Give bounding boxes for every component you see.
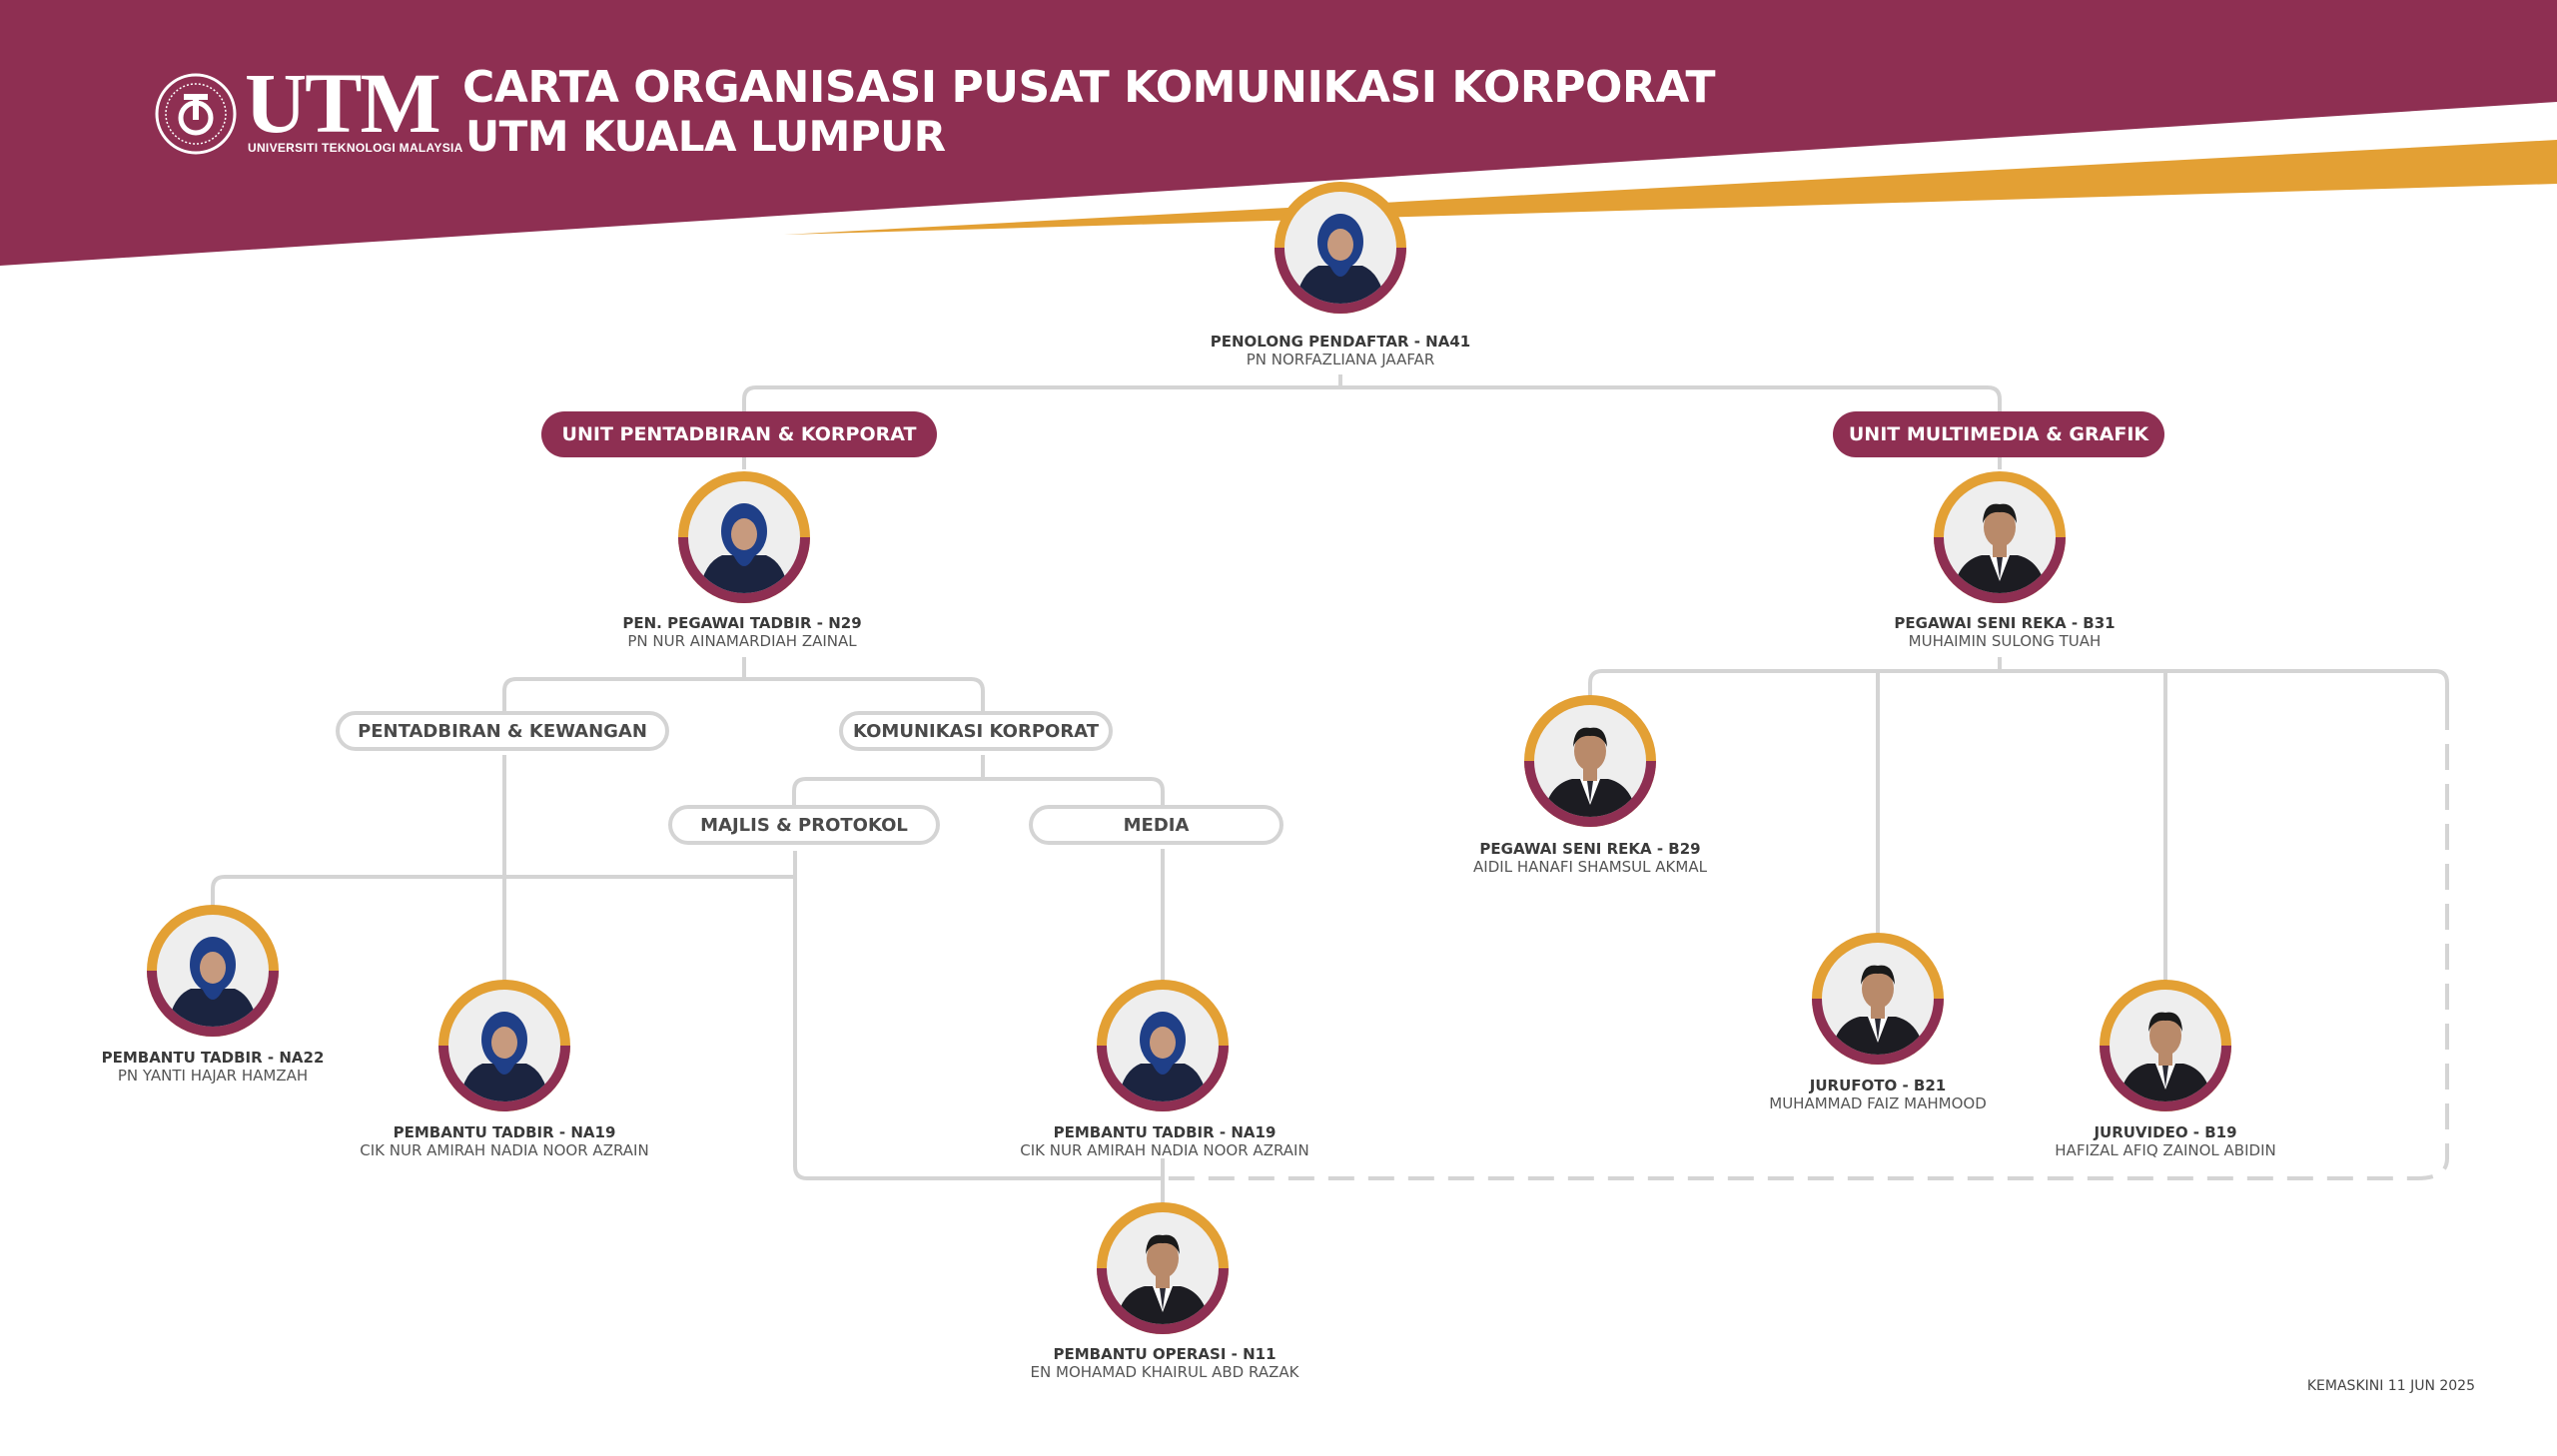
avatar-design-officer: [1934, 471, 2066, 603]
last-updated-label: KEMASKINI 11 JUN 2025: [2306, 1378, 2475, 1394]
avatar-admin-asst3: [1097, 980, 1229, 1111]
avatar-videographer: [2100, 980, 2231, 1111]
section-media: MEDIA: [1029, 805, 1283, 845]
person-design-officer2-name: AIDIL HANAFI SHAMSUL AKMAL: [1473, 858, 1707, 876]
person-operations-name: EN MOHAMAD KHAIRUL ABD RAZAK: [1030, 1363, 1299, 1381]
avatar-operations: [1097, 1202, 1229, 1334]
person-admin-asst2-name: CIK NUR AMIRAH NADIA NOOR AZRAIN: [360, 1141, 649, 1159]
avatar-admin-asst2: [438, 980, 570, 1111]
person-admin-asst3-name: CIK NUR AMIRAH NADIA NOOR AZRAIN: [1020, 1141, 1309, 1159]
person-admin-officer-role: PEN. PEGAWAI TADBIR - N29: [622, 614, 862, 632]
portrait-silhouette: [1294, 214, 1386, 304]
person-videographer-role: JURUVIDEO - B19: [2094, 1123, 2237, 1141]
portrait-silhouette: [167, 937, 259, 1027]
connector-lines: [211, 374, 2449, 1206]
section-events-protocol: MAJLIS & PROTOKOL: [668, 805, 940, 845]
person-admin-asst1-role: PEMBANTU TADBIR - NA22: [101, 1049, 325, 1067]
avatar-design-officer2: [1524, 695, 1656, 827]
utm-seal-icon: [154, 72, 238, 156]
person-design-officer-role: PEGAWAI SENI REKA - B31: [1894, 614, 2116, 632]
person-head-role: PENOLONG PENDAFTAR - NA41: [1210, 333, 1471, 351]
portrait-silhouette: [458, 1012, 550, 1101]
section-admin-finance: PENTADBIRAN & KEWANGAN: [336, 711, 669, 751]
person-design-officer-name: MUHAIMIN SULONG TUAH: [1908, 632, 2102, 650]
person-photographer-role: JURUFOTO - B21: [1809, 1077, 1947, 1094]
portrait-silhouette: [698, 503, 790, 593]
unit-admin-corporate: UNIT PENTADBIRAN & KORPORAT: [541, 411, 937, 457]
unit-multimedia-graphic: UNIT MULTIMEDIA & GRAFIK: [1833, 411, 2164, 457]
avatar-photographer: [1812, 933, 1944, 1065]
portrait-silhouette: [1117, 1012, 1209, 1101]
person-head-name: PN NORFAZLIANA JAAFAR: [1246, 351, 1435, 368]
avatar-head: [1275, 182, 1406, 314]
utm-logo-subtitle: UNIVERSITI TEKNOLOGI MALAYSIA: [248, 141, 463, 155]
section-corporate-communication: KOMUNIKASI KORPORAT: [839, 711, 1113, 751]
page-title: CARTA ORGANISASI PUSAT KOMUNIKASI KORPOR…: [462, 62, 1715, 113]
person-videographer-name: HAFIZAL AFIQ ZAINOL ABIDIN: [2055, 1141, 2276, 1159]
dashed-coordination-line: [1163, 704, 2449, 1180]
header-banner: [0, 0, 2557, 266]
utm-logo-text: UTM: [245, 55, 441, 151]
person-photographer-name: MUHAMMAD FAIZ MAHMOOD: [1769, 1094, 1987, 1112]
avatar-admin-asst1: [147, 905, 279, 1037]
avatar-admin-officer: [678, 471, 810, 603]
header-gold-stripe: [784, 140, 2557, 235]
person-admin-asst2-role: PEMBANTU TADBIR - NA19: [393, 1123, 616, 1141]
person-admin-asst3-role: PEMBANTU TADBIR - NA19: [1053, 1123, 1277, 1141]
person-operations-role: PEMBANTU OPERASI - N11: [1053, 1345, 1277, 1363]
person-design-officer2-role: PEGAWAI SENI REKA - B29: [1479, 840, 1701, 858]
person-admin-officer-name: PN NUR AINAMARDIAH ZAINAL: [627, 632, 857, 650]
page-subtitle: UTM KUALA LUMPUR: [465, 112, 946, 161]
person-admin-asst1-name: PN YANTI HAJAR HAMZAH: [117, 1067, 309, 1085]
portrait-silhouette: [1115, 1234, 1211, 1324]
